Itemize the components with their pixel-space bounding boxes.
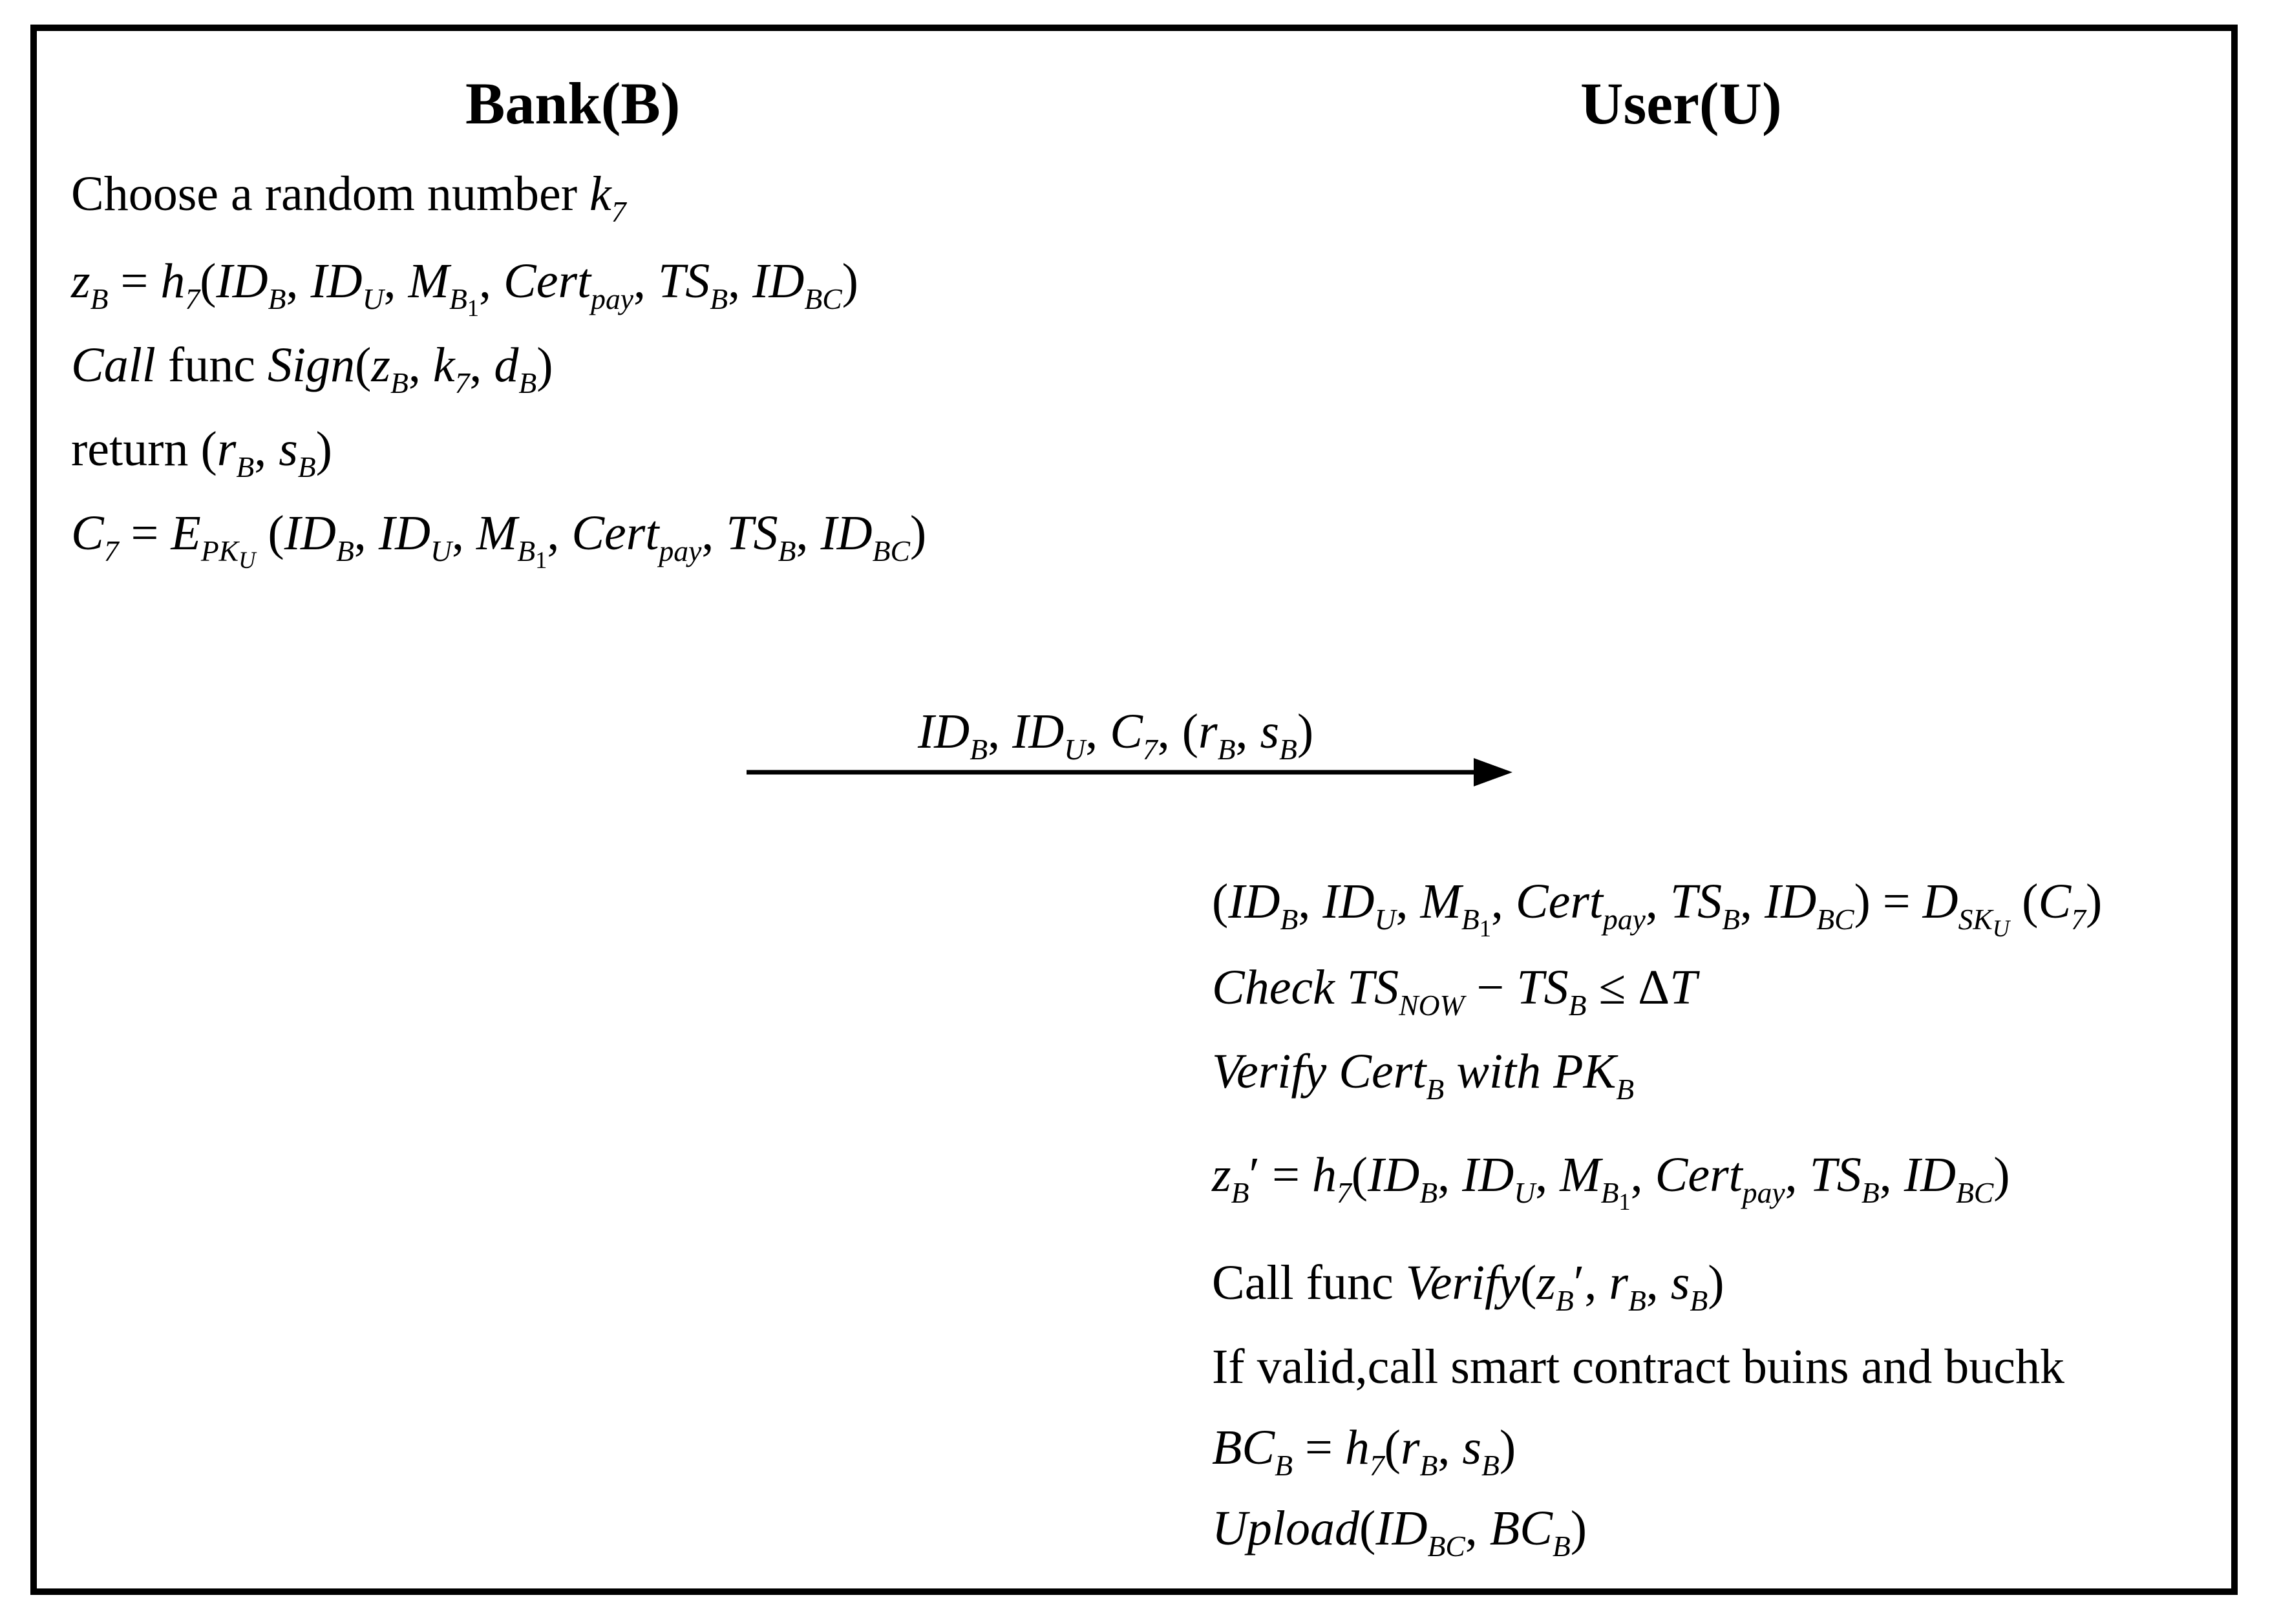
bank-heading: Bank(B) bbox=[465, 70, 681, 136]
user-heading: User(U) bbox=[1580, 70, 1782, 136]
user-step-if-valid: If valid,call smart contract buins and b… bbox=[1212, 1340, 2065, 1394]
user-step-decrypt: (IDB, IDU, MB1, Certpay, TSB, IDBC) = DS… bbox=[1212, 874, 2103, 942]
return-text: return bbox=[71, 422, 189, 476]
message-label: IDB, IDU, C7, (rB, sB) bbox=[918, 704, 1314, 766]
diagram-frame bbox=[30, 25, 2238, 1595]
user-step-upload: Upload(IDBC, BCB) bbox=[1212, 1501, 1587, 1563]
user-step-verify-cert: Verify CertB with PKB bbox=[1212, 1044, 1635, 1106]
bank-step-compute-zb: zB = h7(IDB, IDU, MB1, Certpay, TSB, IDB… bbox=[71, 254, 858, 322]
bank-step-return: return (rB, sB) bbox=[71, 422, 332, 484]
bank-step-choose-random: Choose a random number k7 bbox=[71, 167, 626, 229]
choose-random-text: Choose a random number bbox=[71, 167, 578, 221]
bank-step-call-sign: Call func Sign(zB, k7, dB) bbox=[71, 338, 553, 400]
message-arrow bbox=[747, 758, 1512, 786]
user-step-call-verify: Call func Verify(zB′, rB, sB) bbox=[1212, 1256, 1724, 1318]
user-step-check-timestamp: Check TSNOW − TSB ≤ ΔT bbox=[1212, 960, 1697, 1022]
bank-step-encrypt: C7 = EPKU (IDB, IDU, MB1, Certpay, TSB, … bbox=[71, 506, 927, 574]
call-func-text: func bbox=[167, 338, 255, 392]
user-step-compute-zb-prime: zB′ = h7(IDB, IDU, MB1, Certpay, TSB, ID… bbox=[1212, 1148, 2010, 1216]
user-call-func-text: Call func bbox=[1212, 1256, 1394, 1310]
user-step-compute-bcb: BCB = h7(rB, sB) bbox=[1212, 1420, 1516, 1482]
